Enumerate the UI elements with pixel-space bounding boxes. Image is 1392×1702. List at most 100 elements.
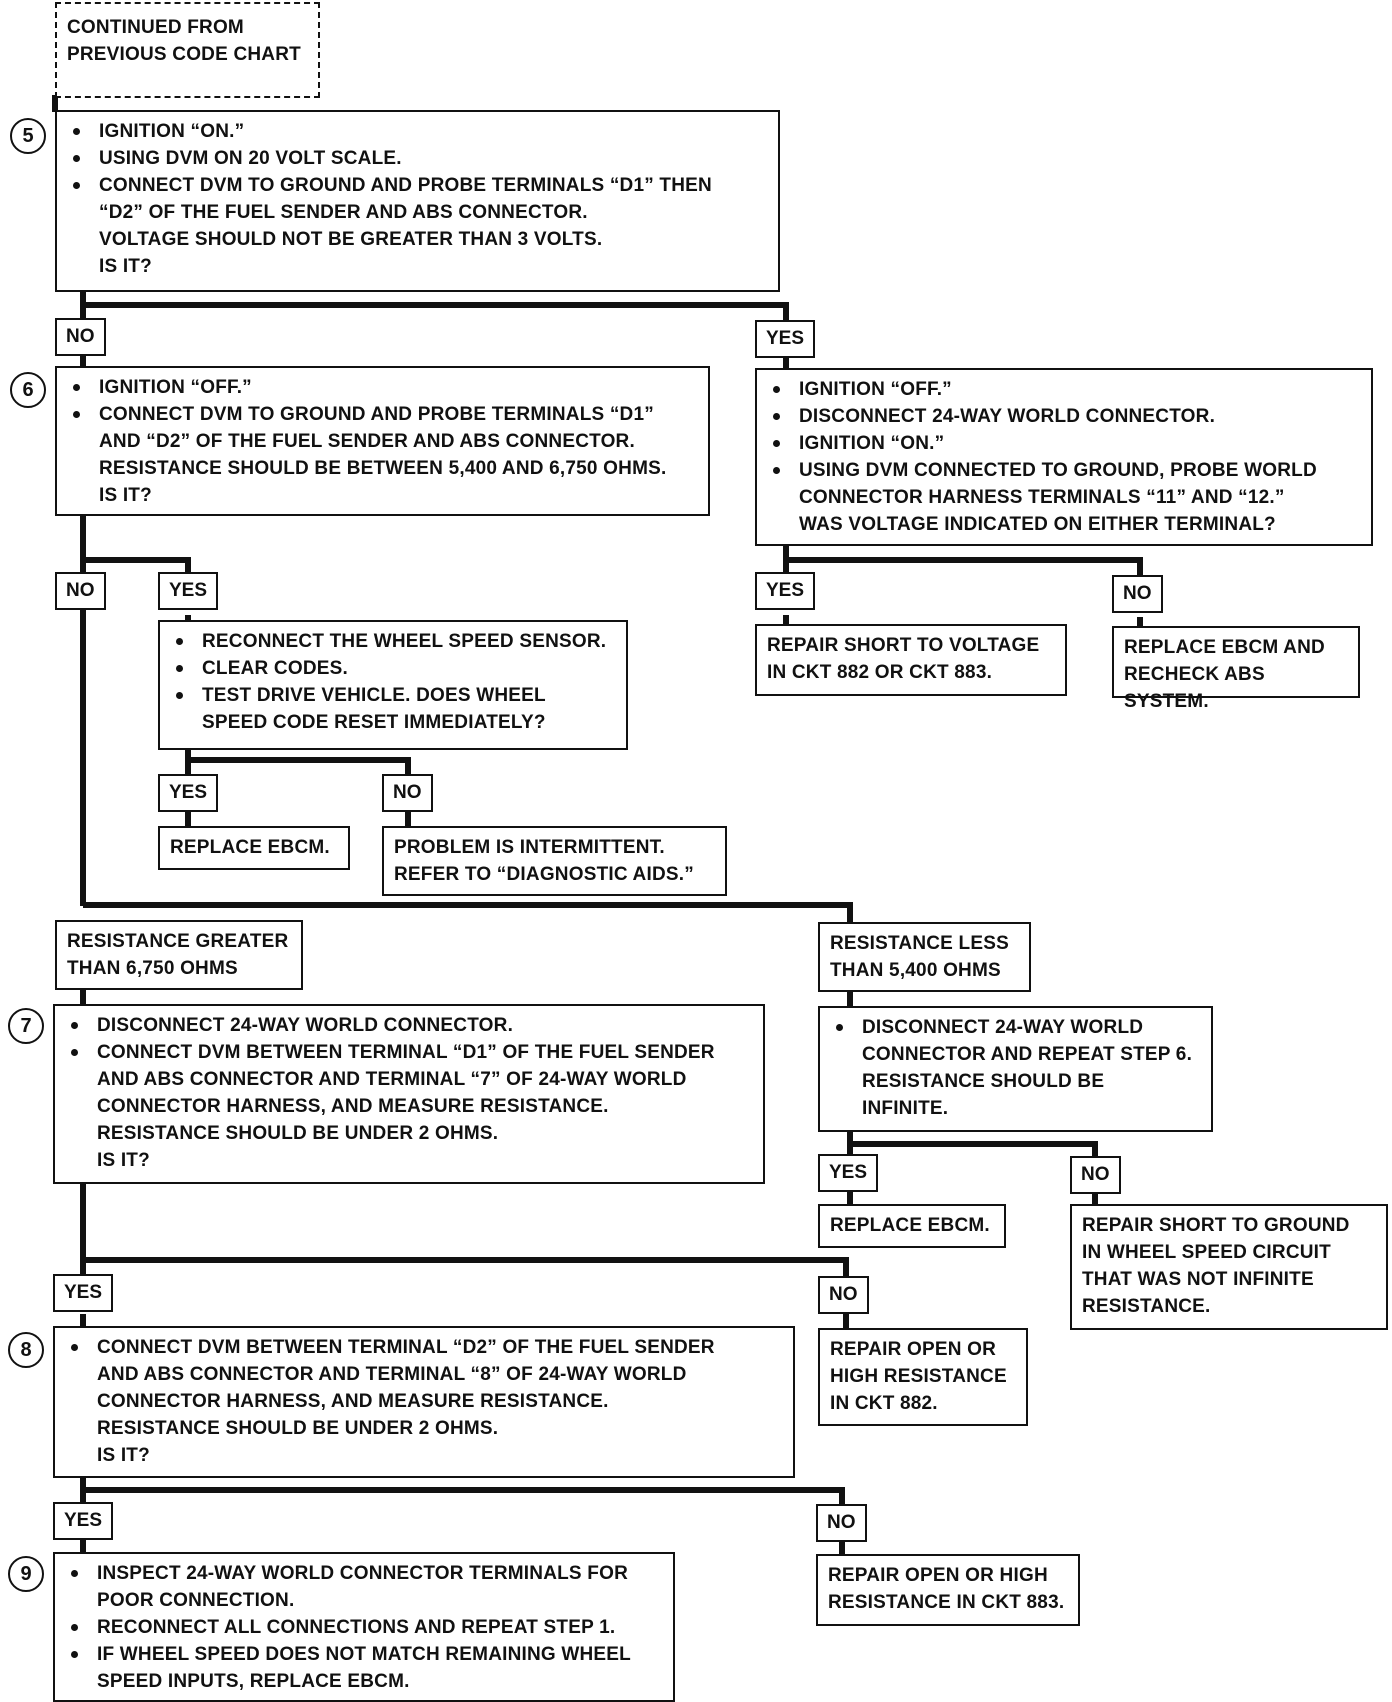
intermittent-line-2: REFER TO “DIAGNOSTIC AIDS.” <box>394 864 694 885</box>
step-7-bullet-1: DISCONNECT 24-WAY WORLD CONNECTOR. <box>65 1012 753 1039</box>
resistance-less-step-box: DISCONNECT 24-WAY WORLD CONNECTOR AND RE… <box>818 1006 1213 1132</box>
repair-short-ground-line-2: IN WHEEL SPEED CIRCUIT <box>1082 1242 1331 1263</box>
step-6-cont-1: AND “D2” OF THE FUEL SENDER AND ABS CONN… <box>99 431 635 452</box>
step-5-bullet-3: CONNECT DVM TO GROUND AND PROBE TERMINAL… <box>67 172 768 199</box>
y5-cont-2: WAS VOLTAGE INDICATED ON EITHER TERMINAL… <box>799 514 1276 535</box>
replace-ebcm-box-1: REPLACE EBCM. <box>158 826 350 870</box>
repair-open-882-line-3: IN CKT 882. <box>830 1393 938 1414</box>
step-7-cont-2: CONNECTOR HARNESS, AND MEASURE RESISTANC… <box>97 1096 609 1117</box>
wire-6-no-split <box>83 902 853 922</box>
step-8-question: IS IT? <box>97 1445 150 1466</box>
wire-less-no <box>850 1141 1098 1158</box>
y5-no-label: NO <box>1112 575 1163 613</box>
step-5-bullet-1: IGNITION “ON.” <box>67 118 768 145</box>
step-7-question: IS IT? <box>97 1150 150 1171</box>
step-6-yes-label: YES <box>158 572 219 610</box>
replace-recheck-line-1: REPLACE EBCM AND <box>1124 637 1325 658</box>
less-cont-3: INFINITE. <box>862 1098 949 1119</box>
step-8-cont-3: RESISTANCE SHOULD BE UNDER 2 OHMS. <box>97 1418 499 1439</box>
wire-y5-no <box>786 557 1143 580</box>
step-5-cont-1: “D2” OF THE FUEL SENDER AND ABS CONNECTO… <box>99 202 588 223</box>
less-cont-1: CONNECTOR AND REPEAT STEP 6. <box>862 1044 1193 1065</box>
step-6-bullet-1: IGNITION “OFF.” <box>67 374 698 401</box>
step-7-cont-1: AND ABS CONNECTOR AND TERMINAL “7” OF 24… <box>97 1069 687 1090</box>
step-5-cont-2: VOLTAGE SHOULD NOT BE GREATER THAN 3 VOL… <box>99 229 603 250</box>
step-5-box: IGNITION “ON.” USING DVM ON 20 VOLT SCAL… <box>55 110 780 292</box>
step-9-box: INSPECT 24-WAY WORLD CONNECTOR TERMINALS… <box>53 1552 675 1702</box>
step-number-6: 6 <box>10 372 46 408</box>
repair-open-883-line-2: RESISTANCE IN CKT 883. <box>828 1592 1065 1613</box>
step-9-cont-3: SPEED INPUTS, REPLACE EBCM. <box>97 1671 410 1692</box>
continued-line-2: PREVIOUS CODE CHART <box>67 44 301 65</box>
y6-bullet-1: RECONNECT THE WHEEL SPEED SENSOR. <box>170 628 616 655</box>
wire-y6-no <box>188 757 411 776</box>
step-9-bullet-2: RECONNECT ALL CONNECTIONS AND REPEAT STE… <box>65 1614 663 1641</box>
resistance-greater-line-2: THAN 6,750 OHMS <box>67 958 238 979</box>
step-9-cont-1: POOR CONNECTION. <box>97 1590 295 1611</box>
less-bullet-1: DISCONNECT 24-WAY WORLD <box>830 1014 1201 1041</box>
replace-recheck-line-2: RECHECK ABS SYSTEM. <box>1124 664 1265 712</box>
y5-bullet-1: IGNITION “OFF.” <box>767 376 1361 403</box>
wire-8-no <box>83 1487 845 1504</box>
resistance-less-box: RESISTANCE LESS THAN 5,400 OHMS <box>818 922 1031 992</box>
less-no-label: NO <box>1070 1156 1121 1194</box>
resistance-greater-box: RESISTANCE GREATER THAN 6,750 OHMS <box>55 920 303 990</box>
y5-bullet-3: IGNITION “ON.” <box>767 430 1361 457</box>
continued-box: CONTINUED FROM PREVIOUS CODE CHART <box>55 2 320 98</box>
step-5-yes-box: IGNITION “OFF.” DISCONNECT 24-WAY WORLD … <box>755 368 1373 546</box>
step-9-bullet-1: INSPECT 24-WAY WORLD CONNECTOR TERMINALS… <box>65 1560 663 1587</box>
repair-open-882-box: REPAIR OPEN OR HIGH RESISTANCE IN CKT 88… <box>818 1328 1028 1426</box>
repair-short-ground-line-4: RESISTANCE. <box>1082 1296 1211 1317</box>
y6-yes-label: YES <box>158 774 219 812</box>
step-number-7: 7 <box>8 1008 44 1044</box>
step-8-yes-label: YES <box>53 1502 114 1540</box>
y5-cont-1: CONNECTOR HARNESS TERMINALS “11” AND “12… <box>799 487 1285 508</box>
step-6-box: IGNITION “OFF.” CONNECT DVM TO GROUND AN… <box>55 366 710 516</box>
y6-bullet-2: CLEAR CODES. <box>170 655 616 682</box>
intermittent-box: PROBLEM IS INTERMITTENT. REFER TO “DIAGN… <box>382 826 727 896</box>
step-5-bullet-2: USING DVM ON 20 VOLT SCALE. <box>67 145 768 172</box>
step-7-bullet-2: CONNECT DVM BETWEEN TERMINAL “D1” OF THE… <box>65 1039 753 1066</box>
step-6-no-label: NO <box>55 572 106 610</box>
repair-open-883-box: REPAIR OPEN OR HIGH RESISTANCE IN CKT 88… <box>816 1554 1080 1626</box>
step-7-yes-label: YES <box>53 1274 114 1312</box>
step-7-box: DISCONNECT 24-WAY WORLD CONNECTOR. CONNE… <box>53 1004 765 1184</box>
repair-open-882-line-1: REPAIR OPEN OR <box>830 1339 997 1360</box>
step-6-question: IS IT? <box>99 485 152 506</box>
step-9-bullet-3: IF WHEEL SPEED DOES NOT MATCH REMAINING … <box>65 1641 663 1668</box>
replace-recheck-box: REPLACE EBCM AND RECHECK ABS SYSTEM. <box>1112 626 1360 712</box>
wire-7-no <box>83 1257 849 1276</box>
step-8-no-label: NO <box>816 1504 867 1542</box>
y6-no-label: NO <box>382 774 433 812</box>
step-8-cont-2: CONNECTOR HARNESS, AND MEASURE RESISTANC… <box>97 1391 609 1412</box>
repair-short-ground-line-1: REPAIR SHORT TO GROUND <box>1082 1215 1350 1236</box>
less-cont-2: RESISTANCE SHOULD BE <box>862 1071 1105 1092</box>
resistance-greater-line-1: RESISTANCE GREATER <box>67 931 289 952</box>
step-8-cont-1: AND ABS CONNECTOR AND TERMINAL “8” OF 24… <box>97 1364 687 1385</box>
repair-open-882-line-2: HIGH RESISTANCE <box>830 1366 1007 1387</box>
step-6-yes-box: RECONNECT THE WHEEL SPEED SENSOR. CLEAR … <box>158 620 628 750</box>
y5-bullet-2: DISCONNECT 24-WAY WORLD CONNECTOR. <box>767 403 1361 430</box>
step-5-yes-label: YES <box>755 320 816 358</box>
continued-line-1: CONTINUED FROM <box>67 17 244 38</box>
replace-ebcm-box-2: REPLACE EBCM. <box>818 1204 1006 1248</box>
resistance-less-line-2: THAN 5,400 OHMS <box>830 960 1001 981</box>
y6-cont-1: SPEED CODE RESET IMMEDIATELY? <box>202 712 546 733</box>
step-number-8: 8 <box>8 1332 44 1368</box>
wire-5-yes <box>83 302 789 320</box>
repair-short-voltage-box: REPAIR SHORT TO VOLTAGE IN CKT 882 OR CK… <box>755 624 1067 696</box>
repair-open-883-line-1: REPAIR OPEN OR HIGH <box>828 1565 1048 1586</box>
step-8-box: CONNECT DVM BETWEEN TERMINAL “D2” OF THE… <box>53 1326 795 1478</box>
repair-short-voltage-line-2: IN CKT 882 OR CKT 883. <box>767 662 993 683</box>
step-number-5: 5 <box>10 118 46 154</box>
step-5-no-label: NO <box>55 318 106 356</box>
replace-ebcm-text-2: REPLACE EBCM. <box>830 1215 990 1236</box>
y5-yes-label: YES <box>755 572 816 610</box>
step-8-bullet-1: CONNECT DVM BETWEEN TERMINAL “D2” OF THE… <box>65 1334 783 1361</box>
step-7-cont-3: RESISTANCE SHOULD BE UNDER 2 OHMS. <box>97 1123 499 1144</box>
repair-short-ground-box: REPAIR SHORT TO GROUND IN WHEEL SPEED CI… <box>1070 1204 1388 1330</box>
resistance-less-line-1: RESISTANCE LESS <box>830 933 1009 954</box>
intermittent-line-1: PROBLEM IS INTERMITTENT. <box>394 837 665 858</box>
y5-bullet-4: USING DVM CONNECTED TO GROUND, PROBE WOR… <box>767 457 1361 484</box>
repair-short-voltage-line-1: REPAIR SHORT TO VOLTAGE <box>767 635 1040 656</box>
